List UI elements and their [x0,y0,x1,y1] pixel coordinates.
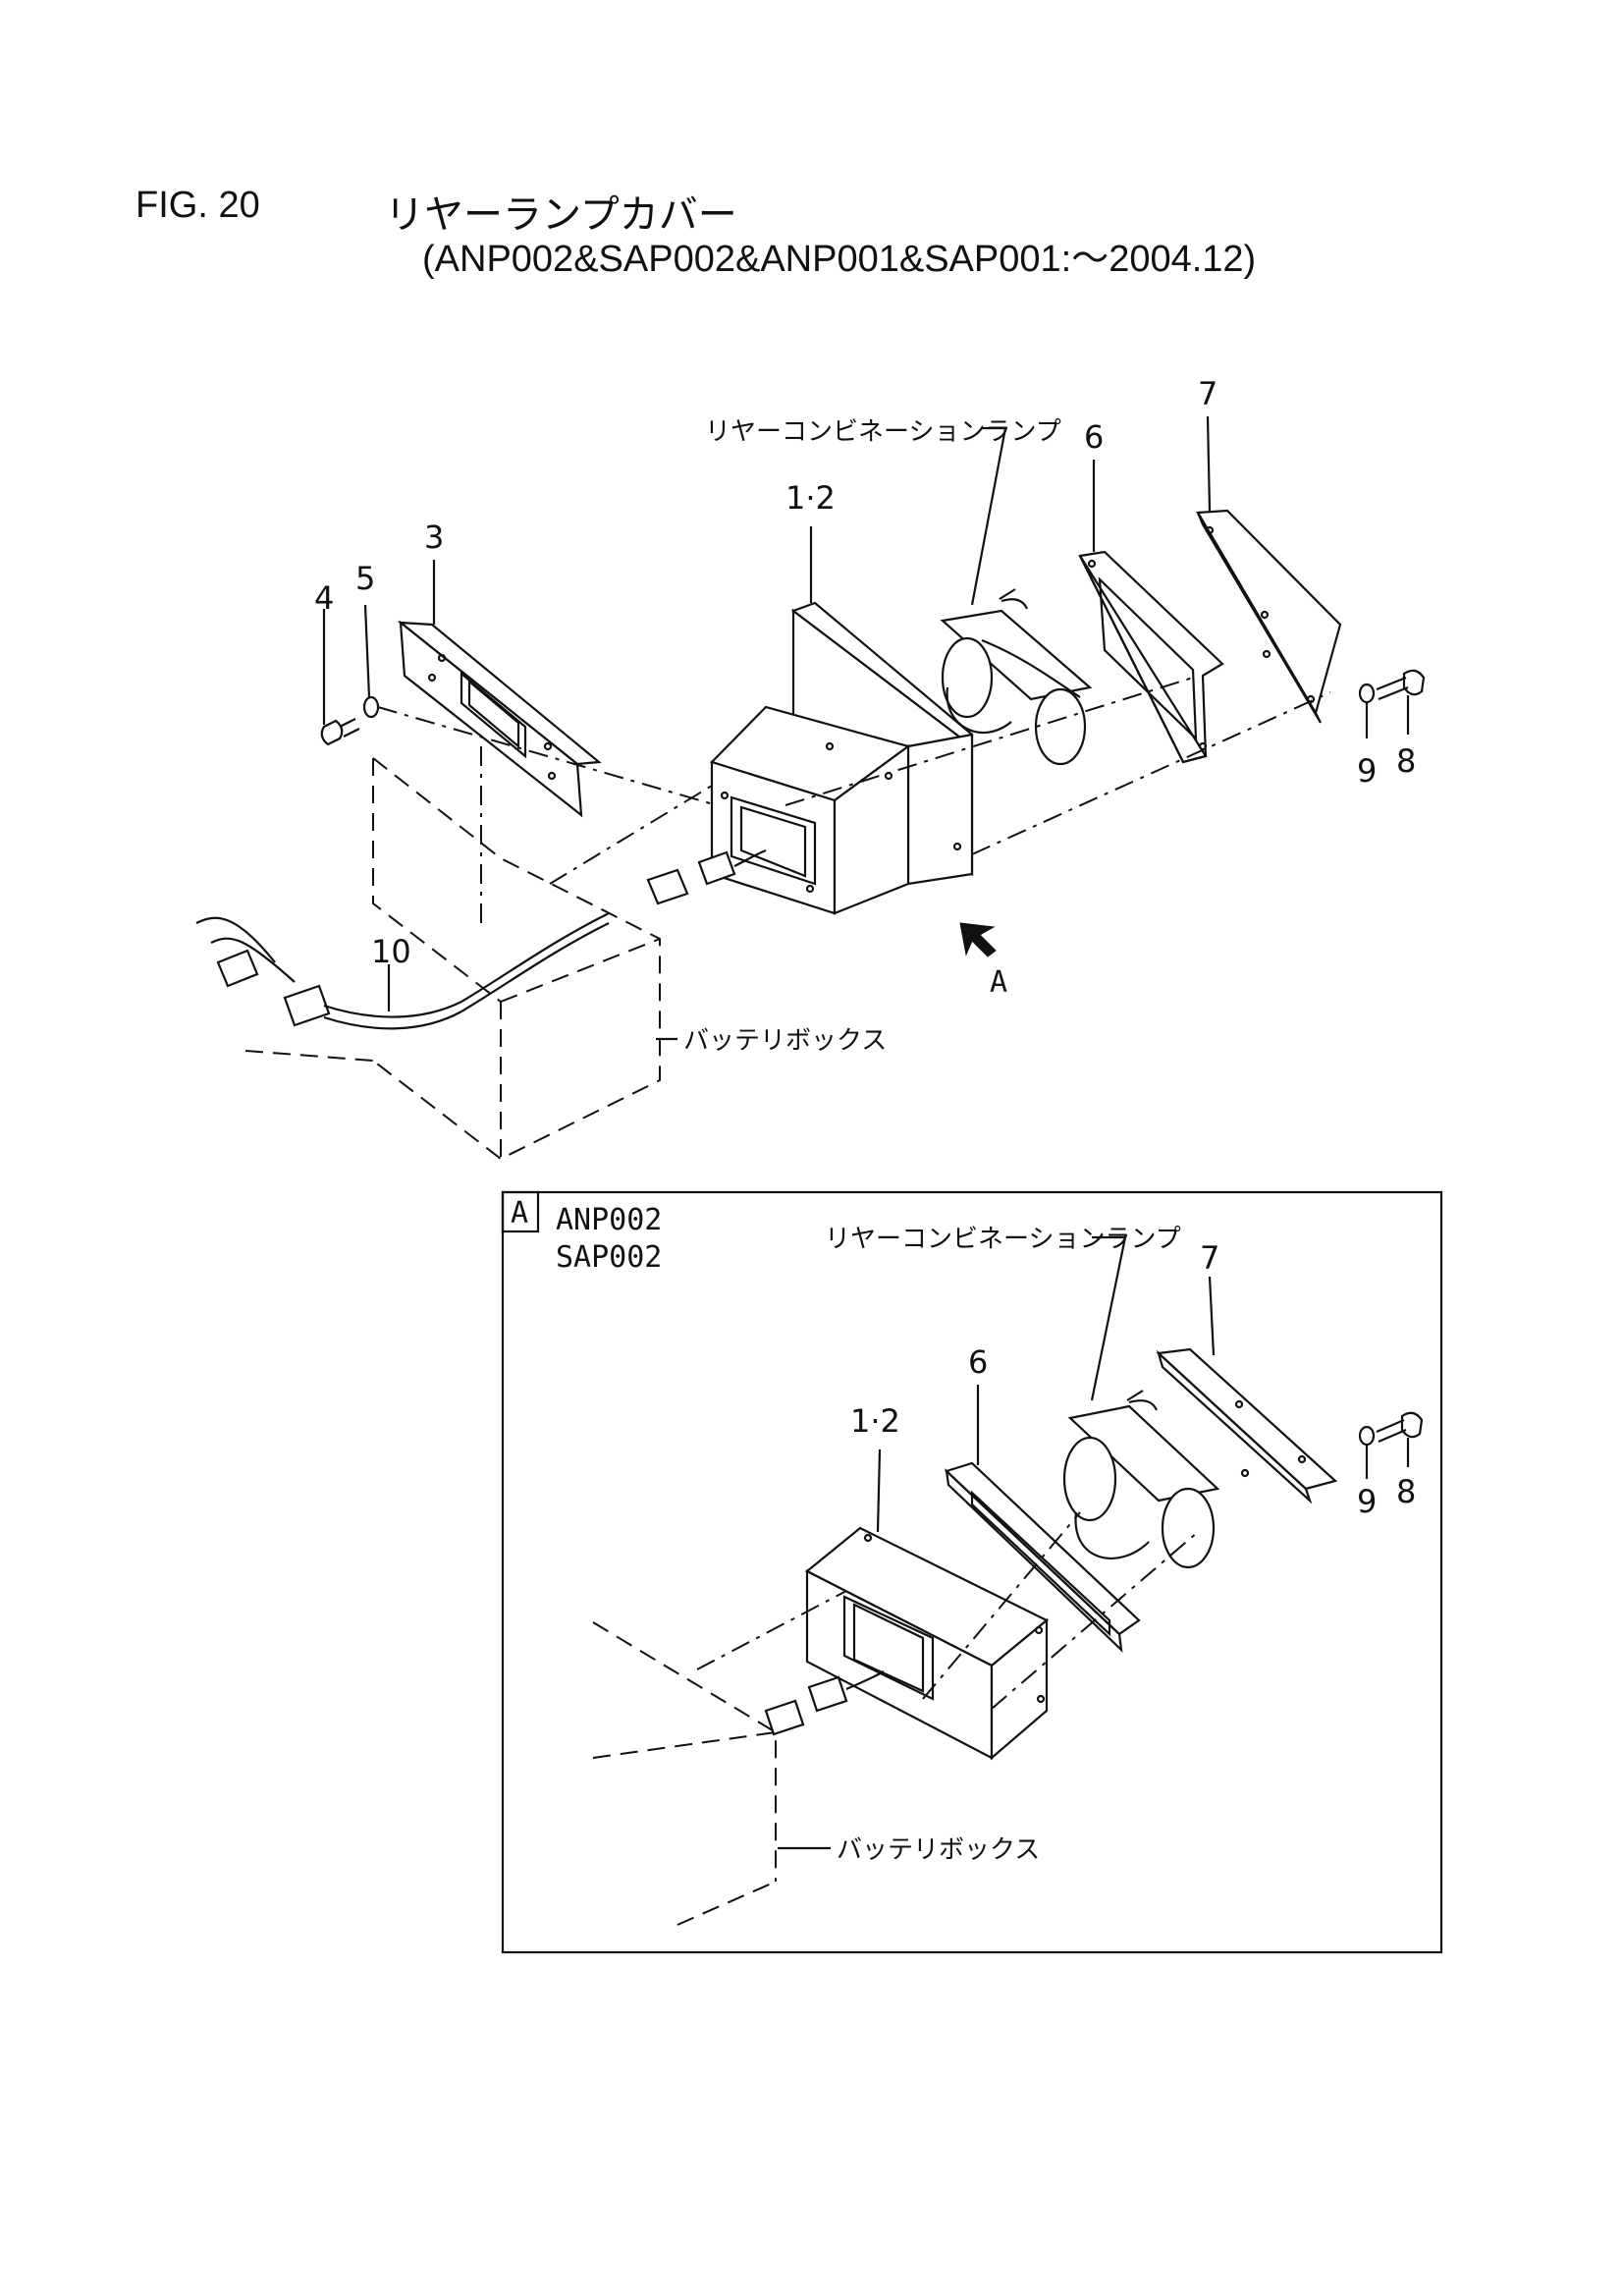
part-cover-plate [397,620,602,818]
detail-a-tag: A [511,1196,528,1230]
view-a-arrow [959,922,997,957]
detail-part-lens-plate-7 [1156,1347,1338,1504]
main-view: 1·2 3 4 5 6 7 8 9 10 A リヤーコンビネーションランプ バッ… [195,375,1426,1161]
figure-title: リヤーランプカバー [385,192,737,238]
main-leader-lines [322,415,1410,1041]
callout-3: 3 [424,519,444,556]
detail-part-connectors [764,1670,885,1736]
figure-model-range: (ANP002&SAP002&ANP001&SAP001:〜2004.12) [422,239,1257,280]
detail-callout-8: 8 [1396,1473,1416,1510]
detail-view-a: A ANP002 SAP002 [501,1190,1443,1954]
part-washer-9 [1358,683,1376,704]
detail-part-washer-9 [1358,1425,1376,1447]
main-center-lines [377,677,1331,923]
detail-a-tag-box [501,1190,540,1233]
detail-label-battery-box: バッテリボックス [837,1835,1040,1865]
figure-number: FIG. 20 [135,185,260,226]
view-a-arrow-label: A [990,965,1007,1000]
callout-1-2: 1·2 [785,479,836,517]
detail-a-frame [501,1190,1443,1954]
detail-callout-6: 6 [968,1343,988,1381]
label-rear-combination-lamp: リヤーコンビネーションランプ [705,417,1061,447]
detail-battery-box-outline [592,1621,777,1926]
label-battery-box: バッテリボックス [683,1026,887,1056]
callout-10: 10 [371,933,411,970]
detail-part-rear-combination-lamp [1062,1390,1220,1569]
part-rear-combination-lamp [940,588,1093,766]
part-wiring-harness [195,848,767,1030]
detail-callout-1-2: 1·2 [850,1402,900,1440]
callout-8: 8 [1396,742,1416,780]
battery-box-outline [244,757,661,1161]
callout-7: 7 [1198,375,1217,412]
detail-part-gasket-6 [944,1461,1141,1653]
detail-callout-9: 9 [1357,1483,1377,1520]
detail-callout-7: 7 [1200,1239,1219,1277]
detail-a-model-2: SAP002 [556,1240,662,1275]
detail-center-lines [696,1511,1199,1710]
callout-6: 6 [1084,418,1104,456]
part-bolt-4 [320,718,360,746]
callout-5: 5 [355,560,375,597]
part-lamp-bracket [709,601,974,915]
detail-label-rear-combination-lamp: リヤーコンビネーションランプ [825,1225,1181,1254]
callout-4: 4 [314,579,334,617]
detail-a-model-1: ANP002 [556,1203,662,1237]
part-lens-plate-7 [1196,509,1342,724]
part-washer-5 [362,695,380,719]
detail-leader-lines [778,1235,1410,1850]
part-bolt-8 [1376,669,1426,701]
part-gasket-6 [1078,550,1224,764]
callout-9: 9 [1357,752,1377,790]
detail-part-bolt-8 [1376,1411,1424,1444]
detail-part-lamp-housing [804,1526,1050,1761]
